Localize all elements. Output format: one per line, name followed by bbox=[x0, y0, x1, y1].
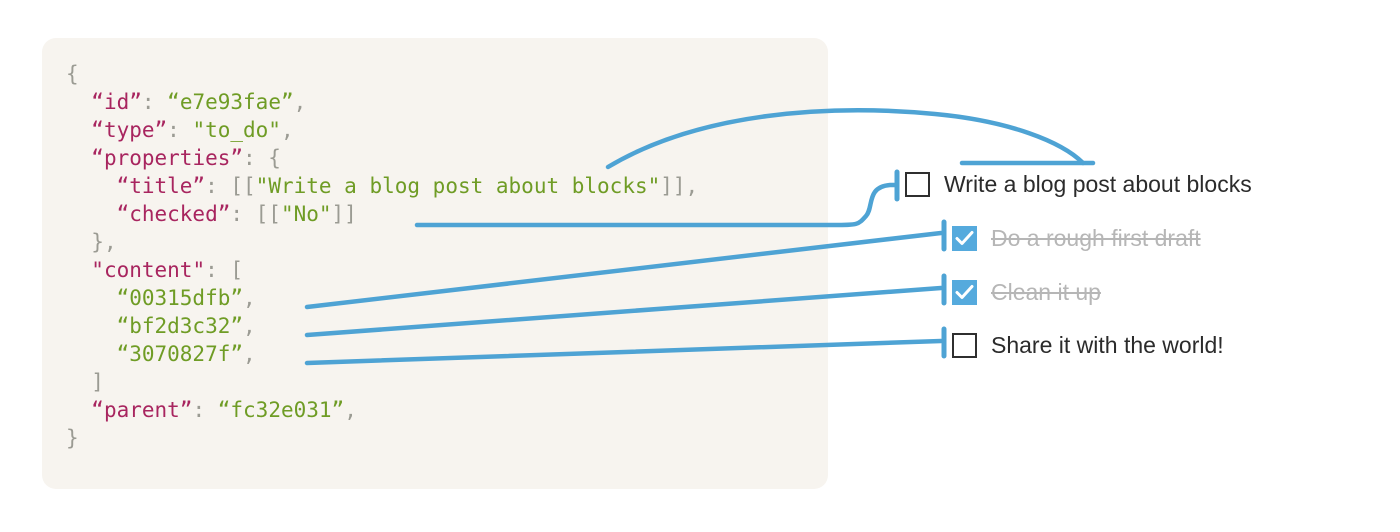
json-token: : [[ bbox=[205, 174, 256, 198]
todo-label: Share it with the world! bbox=[991, 331, 1224, 358]
json-token: “parent” bbox=[91, 398, 193, 422]
json-panel: { “id”: “e7e93fae”, “type”: "to_do", “pr… bbox=[42, 38, 828, 489]
json-token: “type” bbox=[91, 118, 168, 142]
checkbox-unchecked-icon[interactable] bbox=[952, 332, 977, 358]
json-token: , bbox=[243, 342, 256, 366]
json-token: , bbox=[293, 90, 307, 114]
json-token: }, bbox=[91, 230, 117, 254]
json-token: : { bbox=[243, 146, 281, 170]
todo-label: Write a blog post about blocks bbox=[944, 170, 1252, 197]
todo-row[interactable]: Clean it up bbox=[952, 276, 1101, 308]
json-token: , bbox=[243, 286, 256, 310]
json-token: “bf2d3c32” bbox=[116, 314, 244, 338]
json-token: { bbox=[66, 62, 79, 86]
json-token: ]] bbox=[331, 202, 357, 226]
todo-label: Clean it up bbox=[991, 278, 1101, 305]
json-token: “title” bbox=[116, 174, 206, 198]
todo-row[interactable]: Do a rough first draft bbox=[952, 222, 1201, 254]
json-token: “e7e93fae” bbox=[167, 90, 294, 114]
json-token: : bbox=[141, 90, 168, 114]
json-token: “3070827f” bbox=[116, 342, 244, 366]
json-token: , bbox=[344, 398, 357, 422]
json-token: "to_do" bbox=[192, 118, 281, 142]
json-token: : [[ bbox=[230, 202, 281, 226]
json-token: ] bbox=[91, 370, 104, 394]
json-token: "Write a blog post about blocks" bbox=[255, 174, 661, 198]
json-token: : bbox=[167, 118, 193, 142]
json-token: “checked” bbox=[116, 202, 231, 226]
json-token: “fc32e031” bbox=[217, 398, 345, 422]
todo-label: Do a rough first draft bbox=[991, 224, 1201, 251]
json-token: “id” bbox=[91, 90, 142, 114]
json-token: “properties” bbox=[91, 146, 244, 170]
json-token: "No" bbox=[280, 202, 332, 226]
checkbox-checked-icon[interactable] bbox=[952, 279, 977, 305]
json-token: : bbox=[192, 398, 218, 422]
json-code-block: { “id”: “e7e93fae”, “type”: "to_do", “pr… bbox=[66, 60, 698, 452]
json-token: : [ bbox=[205, 258, 244, 282]
json-token: } bbox=[66, 426, 79, 450]
json-token: “00315dfb” bbox=[116, 286, 244, 310]
json-token: ]], bbox=[660, 174, 699, 198]
checkbox-checked-icon[interactable] bbox=[952, 225, 977, 251]
checkbox-unchecked-icon[interactable] bbox=[905, 171, 930, 197]
json-token: , bbox=[243, 314, 256, 338]
todo-row[interactable]: Write a blog post about blocks bbox=[905, 168, 1252, 200]
json-token: , bbox=[280, 118, 294, 142]
todo-row[interactable]: Share it with the world! bbox=[952, 329, 1224, 361]
json-token: "content" bbox=[91, 258, 206, 282]
